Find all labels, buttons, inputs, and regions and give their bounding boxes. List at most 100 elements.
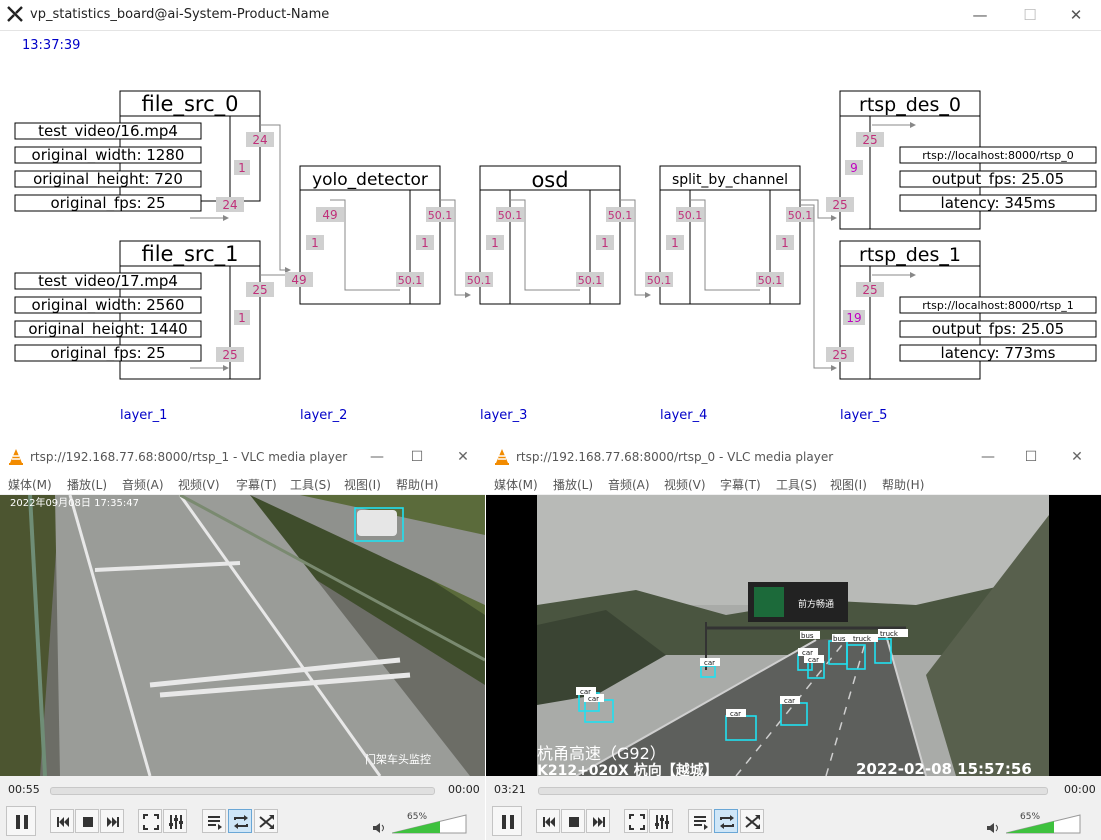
in-badge-a: 50.1: [678, 209, 703, 222]
out-badge-mid: 1: [421, 236, 429, 250]
road-sign-text: 前方畅通: [798, 598, 834, 610]
volume-slider[interactable]: [392, 814, 467, 834]
menu-view[interactable]: 视图(I): [830, 478, 867, 492]
minimize-button[interactable]: —: [370, 449, 384, 465]
previous-button[interactable]: [50, 809, 74, 833]
menu-view[interactable]: 视图(I): [344, 478, 381, 492]
control-bar: 65%: [0, 802, 485, 840]
node-title: rtsp_des_1: [859, 244, 961, 266]
pause-icon: [16, 815, 28, 829]
menu-subtitle[interactable]: 字幕(T): [236, 478, 277, 492]
shuffle-button[interactable]: [740, 809, 764, 833]
volume-slider[interactable]: [1006, 814, 1081, 834]
prop-text: original_height: 1440: [28, 320, 187, 339]
layer-label: layer_4: [660, 408, 707, 423]
vlc-menu-bar: 媒体(M) 播放(L) 音频(A) 视频(V) 字幕(T) 工具(S) 视图(I…: [0, 472, 485, 494]
props-rtsp-des-0: rtsp://localhost:8000/rtsp_0 output_fps:…: [899, 146, 1097, 212]
menu-tools[interactable]: 工具(S): [290, 478, 331, 492]
menu-audio[interactable]: 音频(A): [122, 478, 164, 492]
fullscreen-icon: [143, 814, 159, 830]
prop-text: output_fps: 25.05: [932, 320, 1064, 339]
layer-label: layer_2: [300, 408, 347, 423]
prop-text: test_video/17.mp4: [38, 272, 178, 291]
close-button[interactable]: ✕: [1069, 6, 1083, 24]
prop-text: original_width: 1280: [32, 146, 185, 165]
x-app-icon: [7, 6, 23, 22]
shuffle-icon: [745, 815, 760, 829]
close-button[interactable]: ✕: [457, 449, 469, 465]
in-badge-b: 50.1: [647, 274, 672, 287]
node-title: rtsp_des_0: [859, 94, 961, 116]
menu-playback[interactable]: 播放(L): [553, 478, 594, 492]
fullscreen-button[interactable]: [138, 809, 162, 833]
menu-video[interactable]: 视频(V): [664, 478, 706, 492]
highway-scene: 2022年09月08日 17:35:47 门架车头监控: [0, 495, 485, 776]
stop-button[interactable]: [561, 809, 585, 833]
playlist-button[interactable]: [688, 809, 712, 833]
menu-audio[interactable]: 音频(A): [608, 478, 650, 492]
out-badge-mid: 1: [601, 236, 609, 250]
loop-button[interactable]: [714, 809, 738, 833]
shuffle-button[interactable]: [254, 809, 278, 833]
node-osd[interactable]: osd 50.1 1 50.1 50.1 1 50.1: [465, 165, 634, 305]
time-elapsed: 03:21: [494, 783, 526, 796]
out-badge-queue: 24: [252, 133, 267, 147]
extended-settings-button[interactable]: [163, 809, 187, 833]
menu-subtitle[interactable]: 字幕(T): [720, 478, 761, 492]
seek-slider[interactable]: [50, 787, 435, 795]
stop-icon: [569, 817, 579, 827]
node-yolo-detector[interactable]: yolo_detector 49 1 49 50.1 1 50.1: [285, 165, 454, 305]
pause-button[interactable]: [492, 806, 522, 836]
loop-button[interactable]: [228, 809, 252, 833]
playlist-button[interactable]: [202, 809, 226, 833]
menu-help[interactable]: 帮助(H): [396, 478, 439, 492]
maximize-button[interactable]: ☐: [410, 449, 424, 465]
props-file-src-0: test_video/16.mp4 original_width: 1280 o…: [14, 122, 202, 213]
props-rtsp-des-1: rtsp://localhost:8000/rtsp_1 output_fps:…: [899, 296, 1097, 362]
vlc-cone-icon: [495, 449, 509, 465]
video-frame[interactable]: 2022年09月08日 17:35:47 门架车头监控: [0, 495, 485, 776]
close-button[interactable]: ✕: [1071, 449, 1083, 465]
time-total: 00:00: [448, 783, 480, 796]
detection-label: truck: [853, 635, 872, 643]
menu-media[interactable]: 媒体(M): [8, 478, 52, 492]
mid-badge: 1: [238, 311, 246, 325]
time-total: 00:00: [1064, 783, 1096, 796]
menu-playback[interactable]: 播放(L): [67, 478, 108, 492]
menu-tools[interactable]: 工具(S): [776, 478, 817, 492]
maximize-button[interactable]: ☐: [1024, 449, 1038, 465]
in-badge-fps: 25: [222, 348, 237, 362]
node-split-by-channel[interactable]: split_by_channel 50.1 1 50.1 50.1 1 50.1: [645, 165, 814, 305]
out-badge-a: 50.1: [788, 209, 813, 222]
minimize-button[interactable]: —: [981, 449, 995, 465]
minimize-button[interactable]: —: [972, 6, 988, 24]
layer-labels: layer_1 layer_2 layer_3 layer_4 layer_5: [120, 408, 887, 423]
in-badge-a: 50.1: [498, 209, 523, 222]
speaker-icon[interactable]: [372, 822, 386, 834]
maximize-button[interactable]: ☐: [1023, 6, 1037, 24]
previous-button[interactable]: [536, 809, 560, 833]
node-title: file_src_1: [141, 242, 238, 267]
next-button[interactable]: [100, 809, 124, 833]
menu-media[interactable]: 媒体(M): [494, 478, 538, 492]
vlc-menu-bar: 媒体(M) 播放(L) 音频(A) 视频(V) 字幕(T) 工具(S) 视图(I…: [486, 472, 1101, 494]
menu-video[interactable]: 视频(V): [178, 478, 220, 492]
in-badge-b: 49: [291, 273, 306, 287]
seek-slider[interactable]: [538, 787, 1048, 795]
prop-text: latency: 773ms: [941, 344, 1056, 362]
fullscreen-button[interactable]: [624, 809, 648, 833]
window-title: vp_statistics_board@ai-System-Product-Na…: [30, 7, 330, 22]
layer-label: layer_5: [840, 408, 887, 423]
menu-help[interactable]: 帮助(H): [882, 478, 925, 492]
equalizer-icon: [655, 815, 669, 829]
skip-back-icon: [543, 817, 555, 827]
extended-settings-button[interactable]: [649, 809, 673, 833]
pause-button[interactable]: [6, 806, 36, 836]
detection-label: car: [802, 649, 813, 657]
stop-button[interactable]: [75, 809, 99, 833]
video-frame[interactable]: 前方畅通 car car car car car c: [486, 495, 1101, 776]
out-badge-a: 50.1: [428, 209, 453, 222]
in-badge-mid: 1: [491, 236, 499, 250]
speaker-icon[interactable]: [986, 822, 1000, 834]
next-button[interactable]: [586, 809, 610, 833]
